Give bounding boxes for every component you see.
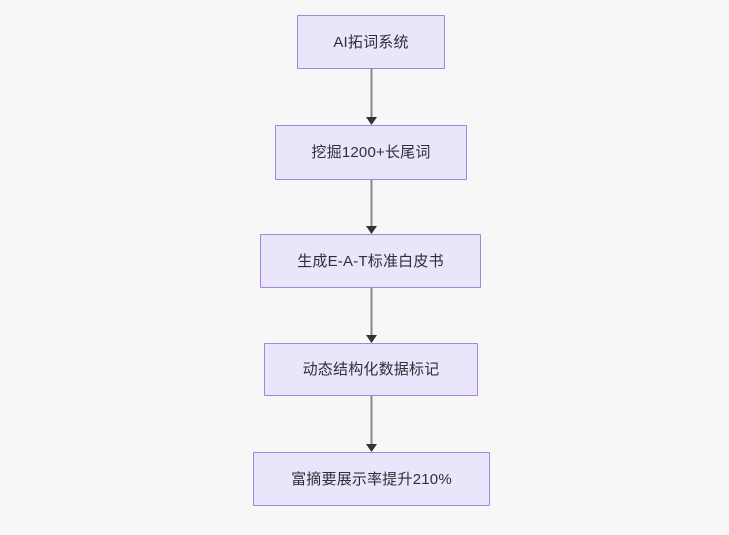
flow-node-label: 生成E-A-T标准白皮书 <box>297 252 444 270</box>
flow-arrow-4 <box>365 396 377 452</box>
flow-node-label: AI拓词系统 <box>333 33 409 51</box>
flow-node-2[interactable]: 挖掘1200+长尾词 <box>275 125 467 180</box>
flow-node-label: 挖掘1200+长尾词 <box>311 144 431 161</box>
flow-node-label: 动态结构化数据标记 <box>302 361 440 378</box>
flow-node-3[interactable]: 生成E-A-T标准白皮书 <box>260 234 481 288</box>
flow-node-4[interactable]: 动态结构化数据标记 <box>264 343 478 396</box>
flow-node-label: 富摘要展示率提升210% <box>291 470 452 488</box>
flow-arrow-3 <box>365 288 377 343</box>
flow-arrow-1 <box>365 69 377 125</box>
flow-node-5[interactable]: 富摘要展示率提升210% <box>253 452 490 506</box>
flow-node-1[interactable]: AI拓词系统 <box>297 15 445 69</box>
flow-arrow-2 <box>365 180 377 234</box>
